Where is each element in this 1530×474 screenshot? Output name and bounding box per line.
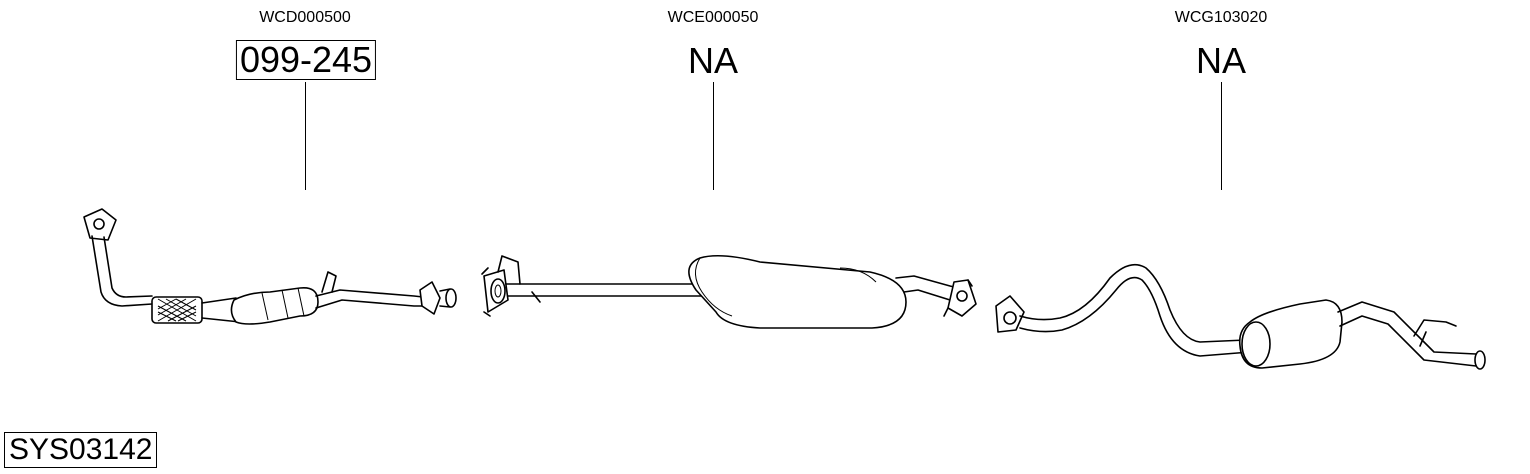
middle-silencer-icon xyxy=(481,254,977,329)
part-code-3: WCG103020 xyxy=(1174,9,1268,26)
leader-line-3 xyxy=(1221,82,1222,190)
part-code-1: WCD000500 xyxy=(259,9,351,26)
leader-line-1 xyxy=(305,82,306,190)
part-number-3: NA xyxy=(1195,40,1247,81)
part-code-2: WCE000050 xyxy=(667,9,759,26)
leader-line-2 xyxy=(713,82,714,190)
rear-silencer-icon xyxy=(995,263,1486,370)
part-number-1: 099-245 xyxy=(235,40,377,80)
front-pipe-catalytic-converter-icon xyxy=(83,208,457,325)
part-number-2: NA xyxy=(687,40,739,81)
system-id-label: SYS03142 xyxy=(4,432,158,468)
